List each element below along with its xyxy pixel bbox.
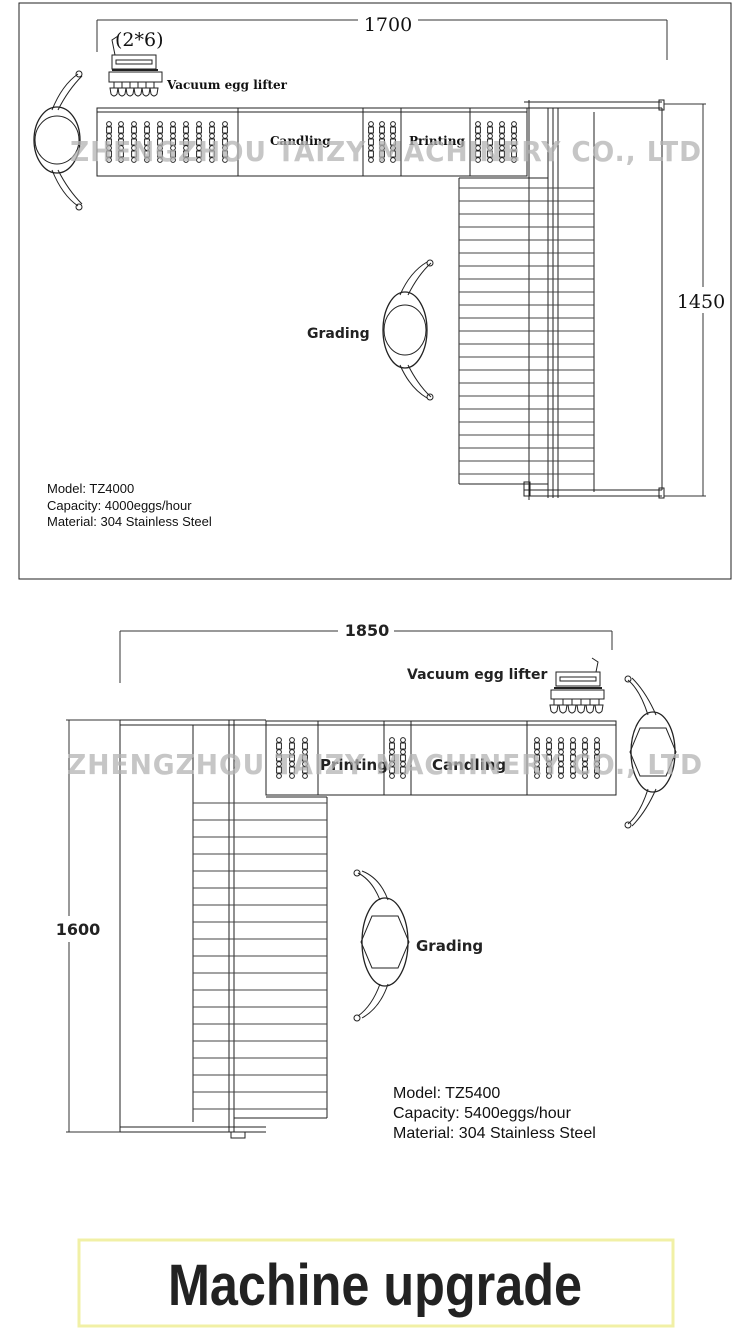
- bottom-tray-handle-icon: [624, 675, 677, 829]
- upgrade-banner: Machine upgrade: [77, 1238, 675, 1328]
- top-printing-label: Printing: [409, 134, 465, 148]
- top-grading-slats: [459, 187, 594, 475]
- top-model: Model: TZ4000: [47, 481, 134, 496]
- top-width-dimension: 1700: [96, 10, 668, 60]
- top-tray-handle-icon: [33, 70, 83, 211]
- top-width-label: 1700: [364, 14, 412, 36]
- bottom-width-dimension: 1850: [119, 618, 613, 683]
- top-capacity: Capacity: 4000eggs/hour: [47, 498, 192, 513]
- bottom-grading-slats: [193, 802, 327, 1110]
- top-conveyor: [96, 107, 528, 177]
- top-watermark: ZHENGZHOU TAIZY MACHINERY CO., LTD: [70, 135, 702, 168]
- bottom-height-dimension: 1600: [52, 719, 120, 1133]
- top-grading-handle-icon: [382, 259, 434, 401]
- top-grading-table: [458, 99, 665, 500]
- lifter-grid-label: (2*6): [115, 29, 164, 51]
- top-diagram-frame: [18, 2, 732, 580]
- bottom-width-label: 1850: [345, 621, 390, 640]
- bottom-grading-handle-icon: [353, 869, 410, 1022]
- top-height-label: 1450: [677, 291, 725, 313]
- top-material: Material: 304 Stainless Steel: [47, 514, 212, 529]
- banner-frame: [77, 1238, 675, 1328]
- top-vacuum-lifter-icon: [108, 35, 163, 97]
- bottom-vacuum-lifter-icon: [549, 657, 605, 714]
- bottom-grading-label: Grading: [416, 937, 483, 955]
- bottom-diagram: 1850 Vacuum egg lifter: [52, 618, 703, 1142]
- bottom-candling-label: Candling: [432, 756, 506, 774]
- top-candling-label: Candling: [270, 134, 331, 148]
- bottom-model: Model: TZ5400: [393, 1085, 500, 1102]
- bottom-grading-table: [119, 719, 328, 1139]
- bottom-material: Material: 304 Stainless Steel: [393, 1125, 596, 1142]
- top-height-dimension: 1450: [664, 103, 726, 497]
- top-info-block: Model: TZ4000 Capacity: 4000eggs/hour Ma…: [47, 481, 212, 529]
- top-diagram: 1700 (2*6) Vacuum egg lifter: [18, 2, 732, 580]
- bottom-capacity: Capacity: 5400eggs/hour: [393, 1105, 572, 1122]
- bottom-printing-label: Printing: [320, 756, 388, 774]
- top-vacuum-label: Vacuum egg lifter: [166, 78, 288, 92]
- bottom-vacuum-label: Vacuum egg lifter: [407, 667, 547, 683]
- bottom-info-block: Model: TZ5400 Capacity: 5400eggs/hour Ma…: [393, 1085, 596, 1142]
- bottom-watermark: ZHENGZHOU TAIZY MACHINERY CO., LTD: [67, 748, 703, 781]
- bottom-conveyor: [265, 720, 617, 796]
- banner-title: Machine upgrade: [168, 1253, 582, 1318]
- bottom-height-label: 1600: [56, 920, 101, 939]
- top-grading-label: Grading: [307, 326, 370, 342]
